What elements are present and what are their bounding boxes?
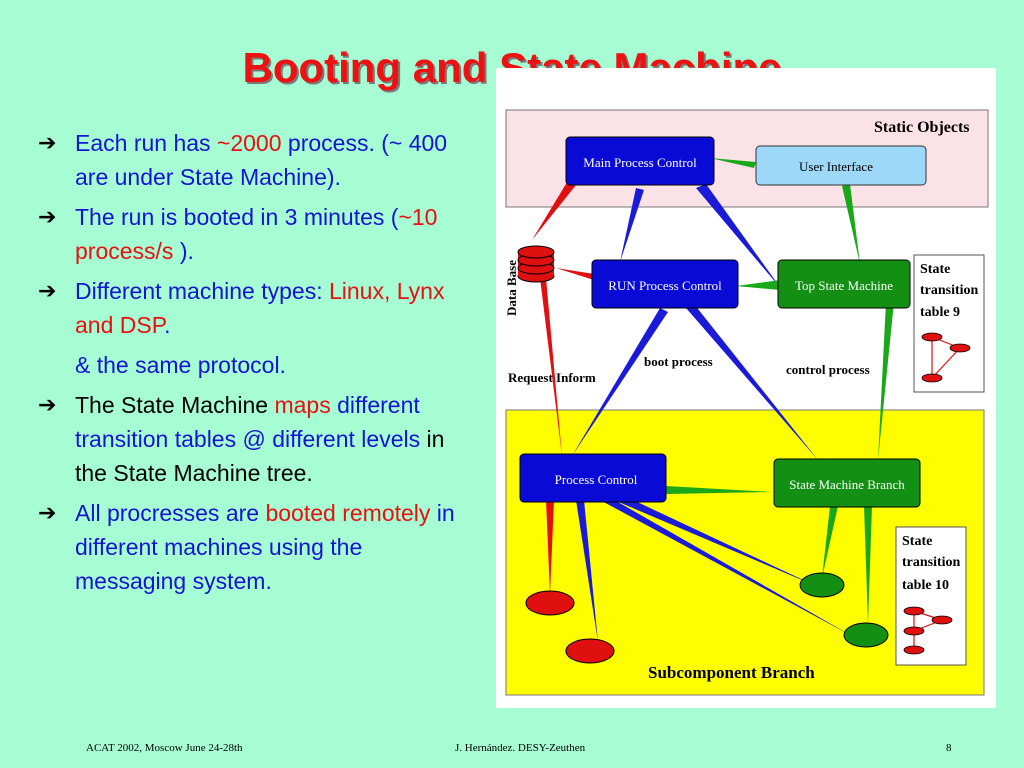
run-process-control-label: RUN Process Control bbox=[608, 278, 722, 293]
top-state-machine-box bbox=[777, 259, 911, 309]
bullet-text: Each run has bbox=[75, 130, 217, 156]
wedge-db-to-main bbox=[532, 174, 580, 240]
bullet-text: booted remotely bbox=[265, 500, 431, 526]
user-interface-box bbox=[755, 145, 927, 186]
table10-line2: transition bbox=[902, 555, 961, 570]
bullet-text: & the same protocol. bbox=[75, 352, 286, 378]
bullet-text: in different machines using the messagin… bbox=[75, 500, 455, 594]
bullet-item: ➔ The run is booted in 3 minutes (~10 pro… bbox=[38, 200, 478, 268]
wedge-run-to-pc bbox=[572, 308, 668, 456]
bullet-text: ~2000 bbox=[216, 130, 282, 156]
footer-conference: ACAT 2002, Moscow June 24-28th bbox=[86, 742, 243, 754]
user-interface-label: User Interface bbox=[799, 159, 873, 174]
bullet-text: Linux, Lynx and DSP bbox=[75, 278, 445, 338]
static-objects-label: Static Objects bbox=[874, 119, 970, 136]
leaf-process-red-1 bbox=[525, 590, 575, 616]
wedge-ui-to-top bbox=[842, 184, 860, 264]
run-process-control-box bbox=[591, 259, 739, 309]
process-control-node: Process Control bbox=[519, 453, 667, 503]
transition-table-10: State transition table 10 bbox=[895, 526, 967, 666]
bullet-item: ➔ Each run has ~2000 process. (~ 400 are … bbox=[38, 126, 478, 194]
leaf-process-green-1 bbox=[799, 572, 845, 598]
bullet-text: . bbox=[164, 312, 171, 338]
connections bbox=[532, 158, 894, 642]
arrow-bullet-icon: ➔ bbox=[38, 130, 57, 155]
arrow-bullet-icon: ➔ bbox=[38, 392, 57, 417]
process-control-box bbox=[519, 453, 667, 503]
wedge-pc-to-red2 bbox=[576, 500, 598, 642]
wedge-smb-to-green1 bbox=[822, 506, 838, 578]
table10-line3: table 10 bbox=[902, 578, 949, 593]
wedge-smb-to-green2 bbox=[864, 506, 872, 624]
arrow-bullet-icon: ➔ bbox=[38, 500, 57, 525]
bullet-item: ➔ Different machine types: Linux, Lynx an… bbox=[38, 274, 478, 342]
wedge-db-to-pc bbox=[540, 278, 562, 456]
bullet-text: different transition tables @ different … bbox=[75, 392, 421, 452]
database-icon bbox=[517, 245, 555, 283]
table9-line1: State bbox=[920, 262, 950, 277]
footer-page-number: 8 bbox=[946, 742, 952, 754]
bullet-text: ~10 process/s bbox=[75, 204, 438, 264]
subcomponent-branch-label: Subcomponent Branch bbox=[648, 663, 815, 682]
bullet-text: ). bbox=[173, 238, 194, 264]
boot-process-label: boot process bbox=[644, 354, 713, 369]
wedge-pc-to-red1 bbox=[546, 500, 554, 594]
main-process-control-node: Main Process Control bbox=[565, 136, 715, 186]
arrow-bullet-icon: ➔ bbox=[38, 204, 57, 229]
transition-table-9: State transition table 9 bbox=[913, 254, 985, 393]
wedge-db-to-run bbox=[556, 268, 594, 280]
state-machine-diagram: Static Objects Subcomponent Branch bbox=[496, 68, 996, 708]
bullet-list: ➔ Each run has ~2000 process. (~ 400 are … bbox=[38, 126, 478, 604]
wedge-main-to-top bbox=[696, 184, 782, 290]
data-base-label: Data Base bbox=[504, 260, 519, 316]
bullet-text: process. (~ 400 are under State Machine)… bbox=[75, 130, 448, 190]
state-machine-branch-node: State Machine Branch bbox=[773, 458, 921, 508]
main-process-control-label: Main Process Control bbox=[583, 155, 697, 170]
run-process-control-node: RUN Process Control bbox=[591, 259, 739, 309]
bullet-text: maps bbox=[274, 392, 331, 418]
leaf-process-red-2 bbox=[565, 638, 615, 664]
wedge-pc-to-green1 bbox=[614, 492, 816, 586]
bullet-text: in the State Machine tree. bbox=[75, 426, 445, 486]
bullet-text: All procresses are bbox=[75, 500, 266, 526]
wedge-run-to-top bbox=[736, 280, 780, 290]
footer-author: J. Hernández. DESY-Zeuthen bbox=[455, 742, 586, 754]
control-process-label: control process bbox=[786, 362, 870, 377]
wedge-pc-to-smb bbox=[666, 486, 772, 494]
state-machine-branch-label: State Machine Branch bbox=[789, 477, 905, 492]
bullet-text: The State Machine bbox=[75, 392, 275, 418]
bullet-item: ➔ All procresses are booted remotely in d… bbox=[38, 496, 478, 598]
top-state-machine-label: Top State Machine bbox=[795, 278, 893, 293]
table9-line2: transition bbox=[920, 283, 979, 298]
bullet-text: Different machine types: bbox=[75, 278, 329, 304]
bullet-text: The run is booted in 3 minutes ( bbox=[75, 204, 399, 230]
bullet-item: ➔ The State Machine maps different transi… bbox=[38, 388, 478, 490]
table10-line1: State bbox=[902, 534, 932, 549]
state-machine-branch-box bbox=[773, 458, 921, 508]
wedge-main-to-ui bbox=[710, 158, 756, 168]
bullet-item: & the same protocol. bbox=[38, 348, 478, 382]
wedge-main-to-run bbox=[620, 188, 644, 262]
table9-line3: table 9 bbox=[920, 305, 960, 320]
wedge-top-to-smb bbox=[878, 302, 894, 460]
leaf-process-green-2 bbox=[843, 622, 889, 648]
main-process-control-box bbox=[565, 136, 715, 186]
process-control-label: Process Control bbox=[555, 472, 638, 487]
top-state-machine-node: Top State Machine bbox=[777, 259, 911, 309]
wedge-pc-to-green2 bbox=[600, 494, 852, 636]
request-inform-label: Request Inform bbox=[508, 370, 596, 385]
arrow-bullet-icon: ➔ bbox=[38, 278, 57, 303]
wedge-run-to-smb bbox=[686, 304, 818, 460]
user-interface-node: User Interface bbox=[755, 145, 927, 186]
